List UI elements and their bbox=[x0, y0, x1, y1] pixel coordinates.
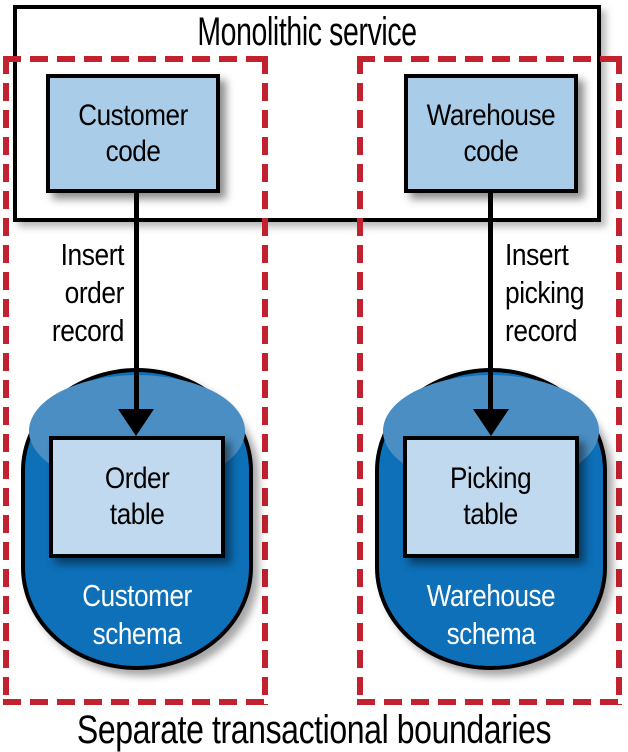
order-table-label: Order table bbox=[104, 462, 170, 531]
boundary-edge-bottom bbox=[3, 699, 268, 705]
boundary-edge-top bbox=[3, 56, 268, 62]
boundary-edge-left bbox=[3, 56, 9, 705]
picking-table-box: Picking table bbox=[403, 436, 579, 558]
insert-order-record-label: Insert order record bbox=[51, 237, 125, 348]
boundary-edge-left bbox=[357, 56, 363, 705]
arrow-down-icon bbox=[118, 409, 154, 436]
transaction-boundary-left bbox=[3, 56, 268, 705]
boundary-edge-right bbox=[616, 56, 622, 705]
warehouse-schema-label: Warehouse schema bbox=[426, 578, 556, 651]
arrow-warehouse-to-picking bbox=[488, 191, 493, 412]
monolithic-service-box bbox=[13, 5, 601, 222]
arrow-customer-to-order bbox=[134, 191, 139, 412]
arrow-down-icon bbox=[473, 409, 509, 436]
monolithic-service-label: Monolithic service bbox=[197, 10, 417, 54]
warehouse-code-box: Warehouse code bbox=[404, 74, 578, 193]
boundary-edge-right bbox=[262, 56, 268, 705]
boundary-edge-top bbox=[357, 56, 622, 62]
picking-table-label: Picking table bbox=[450, 462, 532, 531]
insert-picking-record-label: Insert picking record bbox=[505, 237, 585, 348]
customer-schema-label: Customer schema bbox=[82, 578, 192, 651]
customer-code-label: Customer code bbox=[78, 98, 188, 168]
warehouse-code-label: Warehouse code bbox=[426, 98, 556, 168]
diagram-caption: Separate transactional boundaries bbox=[76, 708, 552, 752]
transaction-boundary-right bbox=[357, 56, 622, 705]
boundary-edge-bottom bbox=[357, 699, 622, 705]
customer-code-box: Customer code bbox=[46, 74, 220, 193]
order-table-box: Order table bbox=[49, 436, 225, 558]
